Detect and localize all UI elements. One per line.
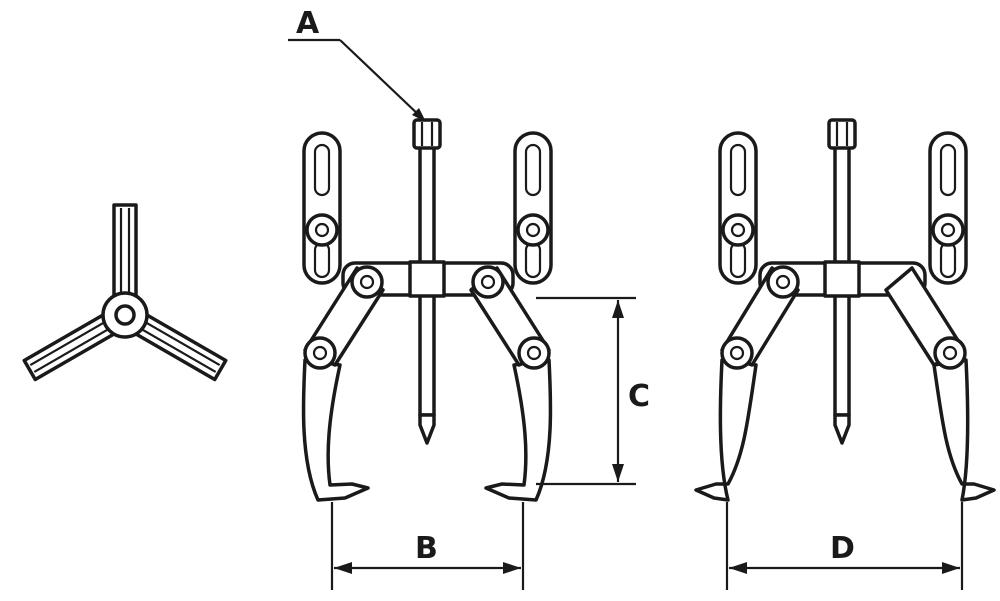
dimension-b: B: [330, 502, 525, 590]
pin-mid-left: [350, 265, 384, 299]
pin-top-left-2: [721, 213, 755, 247]
label-a: A: [296, 6, 320, 41]
pin-low-left-2: [720, 336, 754, 370]
slot-bar-left-2: [718, 131, 758, 285]
top-view-arm-up: [112, 203, 138, 305]
top-view-three-jaw: [22, 203, 228, 382]
dimension-c: C: [536, 296, 650, 486]
pin-low-right: [517, 336, 551, 370]
jaw-left-2: [694, 358, 758, 502]
crossbar-nut: [408, 260, 446, 298]
top-view-bolt: [114, 304, 136, 326]
label-d: D: [830, 531, 855, 566]
puller-left-view: A C B: [288, 6, 650, 590]
pin-top-right: [516, 213, 550, 247]
pin-low-left: [303, 336, 337, 370]
crossbar-nut-2: [823, 260, 861, 298]
slot-bar-right: [513, 131, 553, 285]
pin-mid-right: [471, 265, 505, 299]
label-c: C: [628, 379, 650, 414]
puller-right-view: D: [694, 118, 996, 590]
jaw-right: [484, 358, 553, 502]
label-b: B: [415, 531, 438, 566]
pin-top-right-2: [931, 213, 965, 247]
slot-bar-right-2: [928, 131, 968, 285]
jaw-left: [301, 358, 370, 502]
pin-top-left: [305, 213, 339, 247]
pin-low-right-2: [933, 336, 967, 370]
slot-bar-left: [302, 131, 342, 285]
pin-mid-left-2: [766, 265, 800, 299]
jaw-right-2: [932, 358, 996, 502]
dimension-d: D: [725, 502, 964, 590]
